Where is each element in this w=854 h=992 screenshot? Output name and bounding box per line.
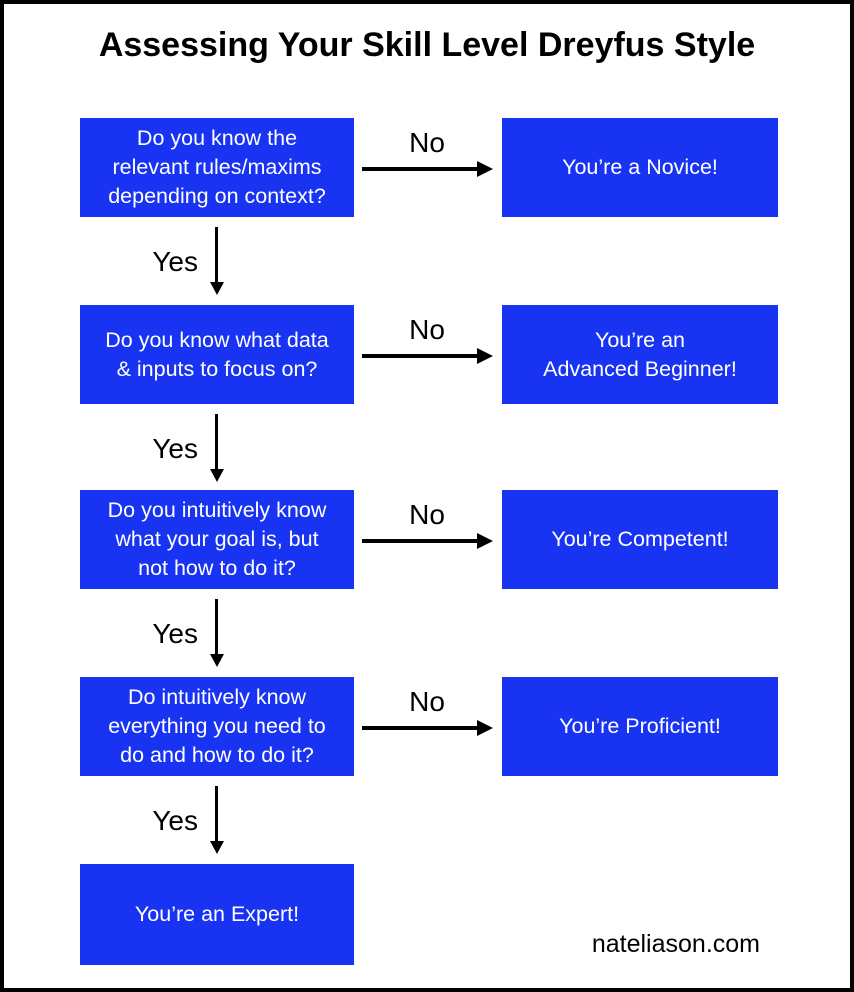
yes-arrow-4 [210, 786, 224, 854]
text-line: relevant rules/maxims [112, 155, 322, 179]
text-line: not how to do it? [138, 556, 296, 580]
yes-label-2: Yes [152, 433, 198, 464]
yes-arrow-3 [210, 599, 224, 667]
text-line: You’re Proficient! [559, 714, 721, 738]
arrow-head-down-icon [210, 654, 224, 667]
no-label-1: No [409, 127, 445, 158]
text-line: Advanced Beginner! [543, 356, 737, 381]
text-line: do and how to do it? [120, 743, 314, 767]
question-box-data-inputs: Do you know what data & inputs to focus o… [80, 305, 354, 404]
arrow-head-right-icon [477, 348, 493, 364]
arrow-head-down-icon [210, 282, 224, 295]
no-arrow-2 [362, 348, 493, 364]
flowchart-title: Assessing Your Skill Level Dreyfus Style [98, 26, 756, 64]
arrow-stem [215, 227, 218, 283]
yes-label-3: Yes [152, 618, 198, 649]
text-line: everything you need to [108, 714, 326, 738]
arrow-stem [215, 599, 218, 655]
text-line: depending on context? [108, 184, 326, 208]
yes-arrow-1 [210, 227, 224, 295]
arrow-stem [215, 786, 218, 842]
text-line: Do you know what data [105, 327, 329, 352]
text-line: You’re an [594, 327, 686, 352]
result-box-advanced-beginner: You’re an Advanced Beginner! [502, 305, 778, 404]
text-line: Do you intuitively know [107, 498, 327, 522]
arrow-head-right-icon [477, 720, 493, 736]
result-box-proficient: You’re Proficient! [502, 677, 778, 776]
no-arrow-3 [362, 533, 493, 549]
result-box-novice: You’re a Novice! [502, 118, 778, 217]
question-box-rules: Do you know the relevant rules/maxims depe… [80, 118, 354, 217]
arrow-head-right-icon [477, 533, 493, 549]
text-line: You’re Competent! [551, 527, 729, 551]
text-line: & inputs to focus on? [116, 356, 318, 381]
yes-label-1: Yes [152, 246, 198, 277]
arrow-stem [362, 167, 479, 171]
yes-label-4: Yes [152, 805, 198, 836]
question-box-everything: Do intuitively know everything you need t… [80, 677, 354, 776]
arrow-stem [362, 354, 479, 358]
arrow-stem [215, 414, 218, 470]
text-line: what your goal is, but [115, 527, 319, 551]
result-box-expert: You’re an Expert! [80, 864, 354, 965]
text-line: Do you know the [136, 126, 298, 150]
text-line: Do intuitively know [127, 685, 307, 709]
text-line: You’re an Expert! [134, 902, 300, 926]
arrow-head-down-icon [210, 841, 224, 854]
watermark-url: nateliason.com [591, 930, 760, 958]
no-label-4: No [409, 686, 445, 717]
text-line: You’re a Novice! [562, 155, 718, 179]
arrow-head-right-icon [477, 161, 493, 177]
arrow-stem [362, 726, 479, 730]
yes-arrow-2 [210, 414, 224, 482]
result-box-competent: You’re Competent! [502, 490, 778, 589]
no-arrow-4 [362, 720, 493, 736]
no-label-2: No [409, 314, 445, 345]
arrow-head-down-icon [210, 469, 224, 482]
no-label-3: No [409, 499, 445, 530]
question-box-goal: Do you intuitively know what your goal is… [80, 490, 354, 589]
no-arrow-1 [362, 161, 493, 177]
arrow-stem [362, 539, 479, 543]
